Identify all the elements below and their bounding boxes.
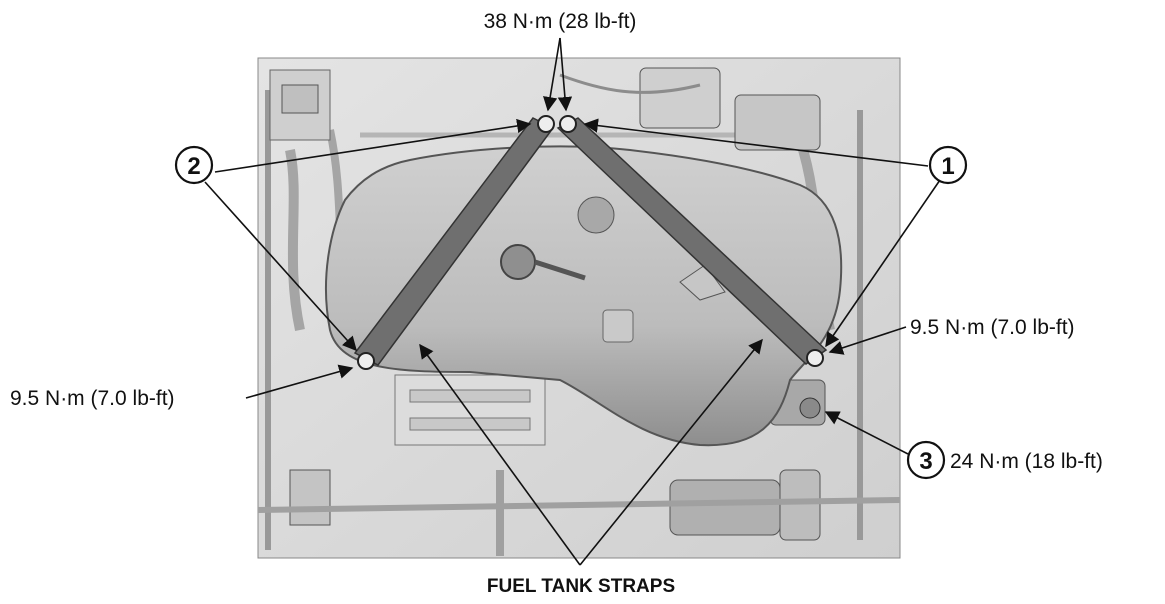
callout-2-number: 2 <box>187 153 200 180</box>
callout-1: 1 <box>928 145 968 185</box>
torque-label-left: 9.5 N·m (7.0 lb-ft) <box>10 387 175 410</box>
bolt-top-right <box>559 115 577 133</box>
callout-1-number: 1 <box>941 153 954 180</box>
fuel-tank-straps-caption: FUEL TANK STRAPS <box>487 576 675 597</box>
torque-label-right: 9.5 N·m (7.0 lb-ft) <box>910 316 1075 339</box>
torque-label-callout-3: 24 N·m (18 lb-ft) <box>950 450 1103 473</box>
callout-3-number: 3 <box>919 448 932 475</box>
bolt-left <box>357 352 375 370</box>
strap-bolts <box>357 115 824 370</box>
leader-arrows <box>204 37 941 566</box>
callout-3: 3 <box>906 440 946 480</box>
bolt-right <box>806 349 824 367</box>
bolt-top-left <box>537 115 555 133</box>
callout-2: 2 <box>174 145 214 185</box>
torque-label-top: 38 N·m (28 lb-ft) <box>484 10 637 33</box>
